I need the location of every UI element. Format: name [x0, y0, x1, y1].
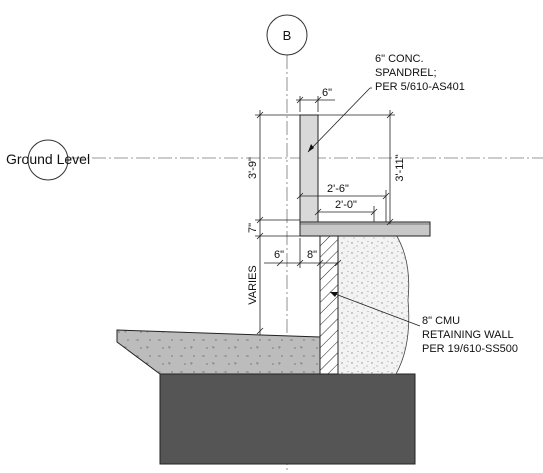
svg-text:8" CMU: 8" CMU [422, 315, 460, 327]
ground-level-label: Ground Level [6, 151, 90, 167]
dim-spandrel-thickness: 6" [322, 87, 332, 99]
svg-text:SPANDREL;: SPANDREL; [375, 67, 437, 79]
cmu-wall [319, 235, 339, 375]
dim-left-height: 3'-9" [247, 157, 259, 179]
dim-offset-left: 6" [274, 249, 284, 261]
svg-text:6" CONC.: 6" CONC. [375, 53, 424, 65]
cmu-note: 8" CMU RETAINING WALL PER 19/610-SS500 [422, 315, 518, 355]
dim-slab-thickness: 7" [247, 223, 259, 233]
dim-slab-outer: 2'-6" [327, 183, 349, 195]
dim-slab-inner: 2'-0" [335, 199, 357, 211]
level-bubble [27, 139, 69, 181]
grid-label-b: B [283, 28, 292, 43]
cmu-leader-arrow [330, 292, 338, 297]
svg-text:RETAINING WALL: RETAINING WALL [422, 329, 514, 341]
spandrel-note: 6" CONC. SPANDREL; PER 5/610-AS401 [375, 53, 465, 93]
spandrel-leader-arrow [308, 144, 314, 152]
dim-cmu-thickness: 8" [307, 249, 317, 261]
footing [159, 373, 416, 465]
dim-right-height: 3'-11" [394, 154, 406, 181]
slab [299, 221, 431, 237]
grid-bubble-b [266, 14, 308, 56]
svg-text:PER 5/610-AS401: PER 5/610-AS401 [375, 81, 465, 93]
dimension-lines [255, 87, 421, 335]
svg-text:PER 19/610-SS500: PER 19/610-SS500 [422, 343, 518, 355]
spandrel [299, 114, 319, 223]
dim-wall-height: VARIES [247, 265, 259, 305]
ground-slab [116, 329, 321, 375]
gravel-backfill [337, 232, 410, 375]
